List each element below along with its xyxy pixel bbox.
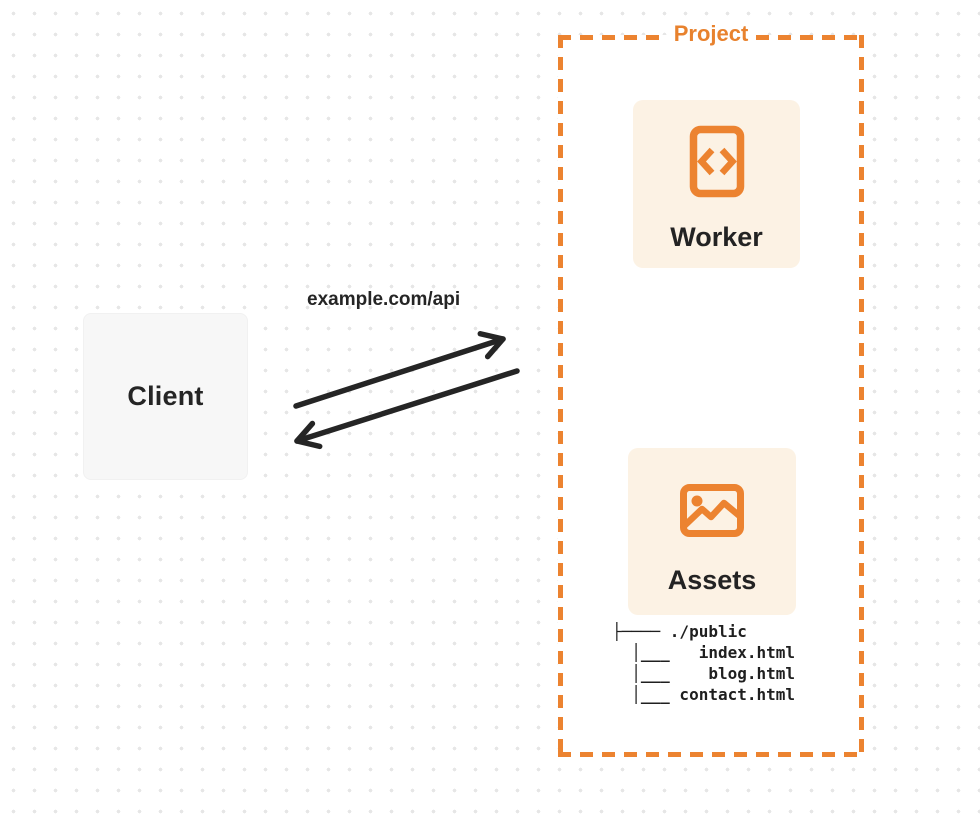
- client-node: Client: [83, 313, 248, 480]
- file-tree: ├──── ./public │___ index.html │___ blog…: [612, 621, 795, 705]
- image-icon: [680, 484, 744, 537]
- file-tree-root: ├──── ./public: [612, 622, 747, 641]
- project-border-bottom: [558, 752, 864, 757]
- project-label: Project: [667, 21, 755, 47]
- client-label: Client: [127, 381, 204, 411]
- response-arrow: [294, 368, 520, 450]
- project-border-left: [558, 35, 563, 757]
- code-file-icon: [689, 125, 745, 198]
- worker-node: Worker: [633, 100, 800, 268]
- request-arrow: [293, 330, 506, 409]
- request-url-label: example.com/api: [307, 289, 461, 310]
- assets-label: Assets: [667, 565, 757, 595]
- assets-node: Assets: [628, 448, 796, 615]
- worker-label: Worker: [670, 222, 763, 252]
- project-border-right: [859, 35, 864, 757]
- file-tree-item: │___ blog.html: [612, 664, 796, 683]
- file-tree-item: │___ contact.html: [612, 685, 796, 704]
- file-tree-item: │___ index.html: [612, 643, 796, 662]
- project-container: Project Worker: [558, 21, 864, 757]
